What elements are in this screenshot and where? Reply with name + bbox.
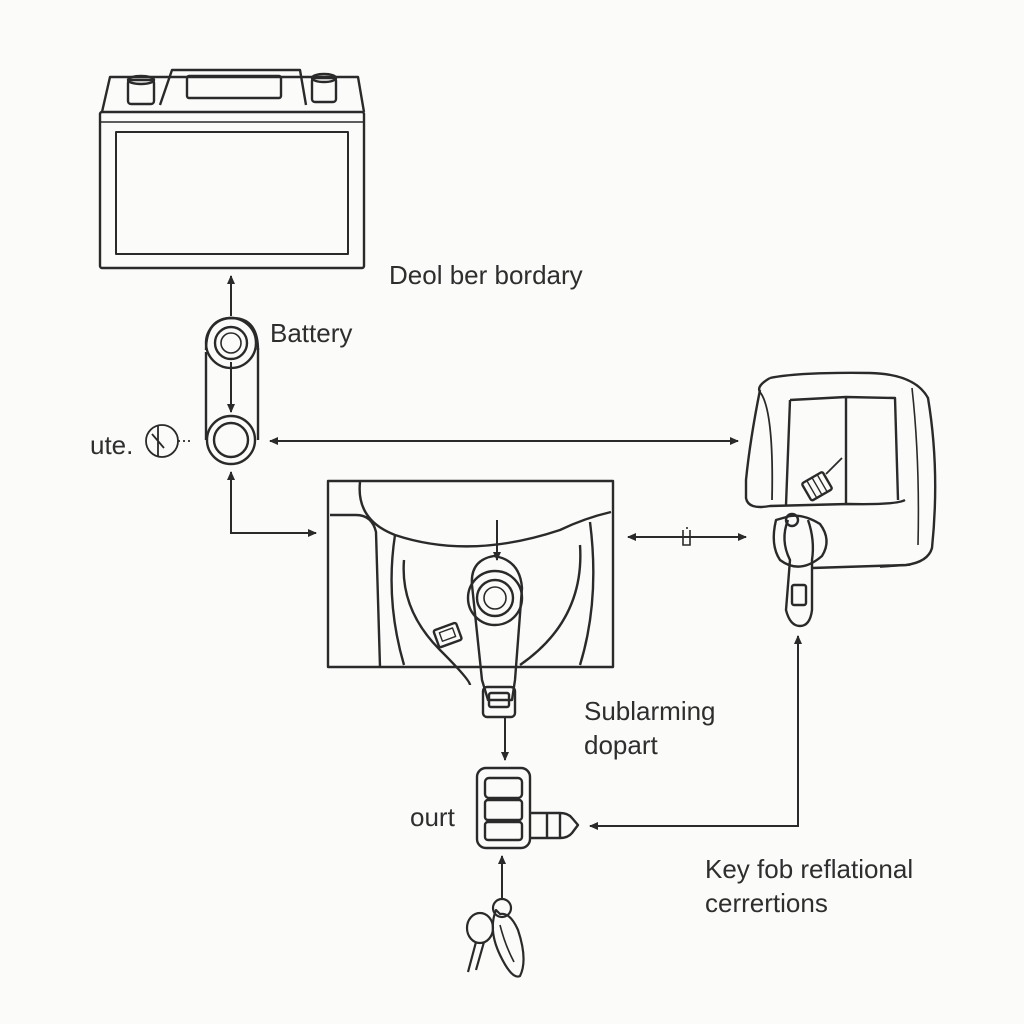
- car-battery: [98, 68, 366, 270]
- ignition-switch-panel: [326, 479, 615, 719]
- label-ute: ute.: [90, 430, 134, 460]
- inline-connector-icon: [682, 527, 691, 546]
- connection-lines: [227, 275, 802, 898]
- label-key-fob-reflational: Key fob reflational cerrertions: [705, 854, 914, 918]
- arrow-connector-to-panel: [227, 471, 317, 537]
- label-sublarming-dopart: Sublarming dopart: [584, 696, 716, 760]
- battery-terminal-right: [310, 76, 338, 104]
- label-ourt: ourt: [410, 802, 455, 832]
- battery-terminal-left: [126, 78, 156, 106]
- car-key-icon: [465, 897, 525, 978]
- label-deol-ber-bordary: Deol ber bordary: [389, 260, 583, 290]
- arrow-housing-to-receiver: [589, 640, 799, 830]
- key-fob-receiver: [475, 766, 580, 850]
- label-battery: Battery: [270, 318, 353, 348]
- steering-column-housing: [744, 371, 937, 628]
- ground-symbol-icon: [145, 424, 190, 458]
